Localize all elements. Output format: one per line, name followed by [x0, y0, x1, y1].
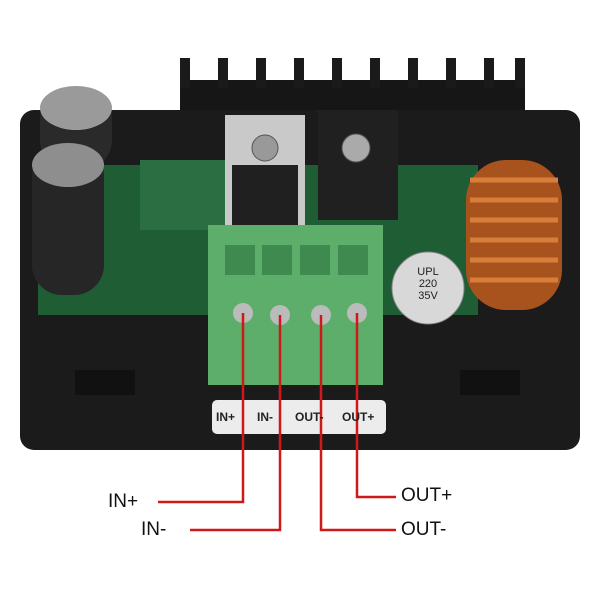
capacitor-brand: UPL — [417, 266, 439, 278]
diode — [318, 110, 398, 220]
callout-out-plus: OUT+ — [401, 485, 453, 506]
strip-label-in-plus: IN+ — [216, 410, 236, 424]
capacitor-voltage: 35V — [418, 290, 438, 302]
inductor — [466, 160, 562, 310]
callout-lines — [158, 313, 396, 532]
capacitor-value: 220 — [418, 278, 438, 290]
strip-label-in-minus: IN- — [257, 410, 273, 424]
strip-label-out-plus: OUT+ — [342, 410, 375, 424]
capacitor-marking: UPL 220 35V — [405, 266, 451, 302]
callout-out-minus: OUT- — [401, 519, 447, 540]
strip-label-out-minus: OUT- — [295, 410, 324, 424]
terminal-label-strip — [212, 400, 386, 434]
upl-capacitor — [391, 251, 465, 325]
callout-in-minus: IN- — [141, 519, 167, 540]
callout-in-plus: IN+ — [108, 491, 139, 512]
terminal-block[interactable] — [208, 225, 383, 385]
